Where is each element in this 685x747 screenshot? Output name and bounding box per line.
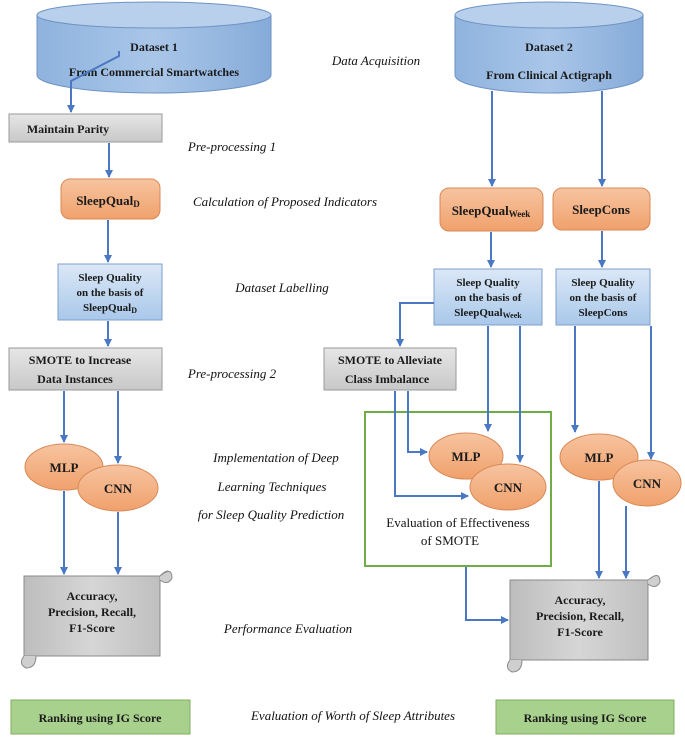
svg-text:Class Imbalance: Class Imbalance xyxy=(345,372,430,386)
cnn-left: CNN xyxy=(77,464,159,512)
svg-text:SleepQualD: SleepQualD xyxy=(76,193,140,209)
svg-text:Ranking using IG Score: Ranking using IG Score xyxy=(524,711,647,725)
stage-preprocessing-2: Pre-processing 2 xyxy=(187,366,277,381)
svg-text:Sleep Quality: Sleep Quality xyxy=(78,272,142,284)
cnn-right-2: CNN xyxy=(612,459,682,507)
svg-text:Maintain Parity: Maintain Parity xyxy=(27,122,109,136)
stage-implementation-line3: for Sleep Quality Prediction xyxy=(198,507,344,522)
label-box-sleepqual-d: Sleep Quality on the basis of SleepQualD xyxy=(57,263,163,321)
svg-text:Ranking using IG Score: Ranking using IG Score xyxy=(39,711,162,725)
svg-text:Precision, Recall,: Precision, Recall, xyxy=(536,609,624,623)
svg-text:F1-Score: F1-Score xyxy=(69,621,115,635)
stage-data-acquisition: Data Acquisition xyxy=(331,53,420,68)
stage-worth-evaluation: Evaluation of Worth of Sleep Attributes xyxy=(250,708,455,723)
sleepcons-box: SleepCons xyxy=(552,187,651,231)
svg-text:SleepQualD: SleepQualD xyxy=(83,302,137,315)
svg-text:on the basis of: on the basis of xyxy=(77,287,144,299)
performance-scroll-right: Accuracy, Precision, Recall, F1-Score xyxy=(506,575,661,673)
stage-implementation-line2: Learning Techniques xyxy=(217,479,327,494)
svg-text:Data Instances: Data Instances xyxy=(37,372,113,386)
svg-text:MLP: MLP xyxy=(50,460,79,475)
stage-implementation-line1: Implementation of Deep xyxy=(212,450,339,465)
svg-text:CNN: CNN xyxy=(104,481,133,496)
stage-calculation: Calculation of Proposed Indicators xyxy=(193,194,377,209)
right-arrows xyxy=(394,91,655,624)
maintain-parity-box: Maintain Parity xyxy=(8,113,163,143)
svg-text:SleepCons: SleepCons xyxy=(579,307,629,319)
dataset1-subtitle: From Commercial Smartwatches xyxy=(69,65,240,79)
stage-preprocessing-1: Pre-processing 1 xyxy=(187,139,276,154)
stage-dataset-labelling: Dataset Labelling xyxy=(234,280,329,295)
label-box-sleepqual-week: Sleep Quality on the basis of SleepQualW… xyxy=(433,268,543,326)
cnn-right-1: CNN xyxy=(469,463,547,511)
dataset2-cylinder: Dataset 2 From Clinical Actigraph xyxy=(454,1,644,94)
smote-evaluation-line2: of SMOTE xyxy=(421,533,479,548)
svg-text:CNN: CNN xyxy=(633,476,662,491)
ranking-box-right: Ranking using IG Score xyxy=(495,699,675,735)
smote-evaluation-frame: Evaluation of Effectiveness of SMOTE xyxy=(364,411,552,567)
svg-text:MLP: MLP xyxy=(585,450,614,465)
label-box-sleepcons: Sleep Quality on the basis of SleepCons xyxy=(555,268,651,326)
mlp-right-1: MLP xyxy=(428,432,504,480)
smote-alleviate-box: SMOTE to Alleviate Class Imbalance xyxy=(323,347,457,391)
mlp-right-2: MLP xyxy=(559,433,639,481)
sleepqual-d-box: SleepQualD xyxy=(60,178,161,220)
svg-text:SleepCons: SleepCons xyxy=(572,202,630,217)
smote-evaluation-line1: Evaluation of Effectiveness xyxy=(386,515,529,530)
performance-scroll-left: Accuracy, Precision, Recall, F1-Score xyxy=(20,570,173,669)
svg-text:SMOTE to Increase: SMOTE to Increase xyxy=(29,353,132,367)
svg-text:Sleep Quality: Sleep Quality xyxy=(571,277,635,289)
svg-text:SMOTE to Alleviate: SMOTE to Alleviate xyxy=(338,353,443,367)
svg-text:CNN: CNN xyxy=(494,480,523,495)
svg-text:SleepQualWeek: SleepQualWeek xyxy=(454,307,522,320)
svg-text:Accuracy,: Accuracy, xyxy=(555,593,606,607)
svg-text:on the basis of: on the basis of xyxy=(455,292,522,304)
svg-text:MLP: MLP xyxy=(452,449,481,464)
dataset1-title: Dataset 1 xyxy=(130,40,178,54)
left-arrows xyxy=(60,51,122,575)
dataset1-cylinder: Dataset 1 From Commercial Smartwatches xyxy=(36,1,272,94)
svg-text:Precision, Recall,: Precision, Recall, xyxy=(48,605,136,619)
stage-performance-evaluation: Performance Evaluation xyxy=(223,621,352,636)
sleepqual-week-box: SleepQualWeek xyxy=(439,187,544,232)
ranking-box-left: Ranking using IG Score xyxy=(10,699,191,735)
svg-text:Accuracy,: Accuracy, xyxy=(67,589,118,603)
dataset2-subtitle: From Clinical Actigraph xyxy=(486,68,612,82)
smote-increase-box: SMOTE to Increase Data Instances xyxy=(8,347,163,391)
dataset2-title: Dataset 2 xyxy=(525,40,573,54)
svg-text:F1-Score: F1-Score xyxy=(557,625,603,639)
svg-text:Sleep Quality: Sleep Quality xyxy=(456,277,520,289)
svg-text:on the basis of: on the basis of xyxy=(570,292,637,304)
svg-text:SleepQualWeek: SleepQualWeek xyxy=(452,203,531,219)
